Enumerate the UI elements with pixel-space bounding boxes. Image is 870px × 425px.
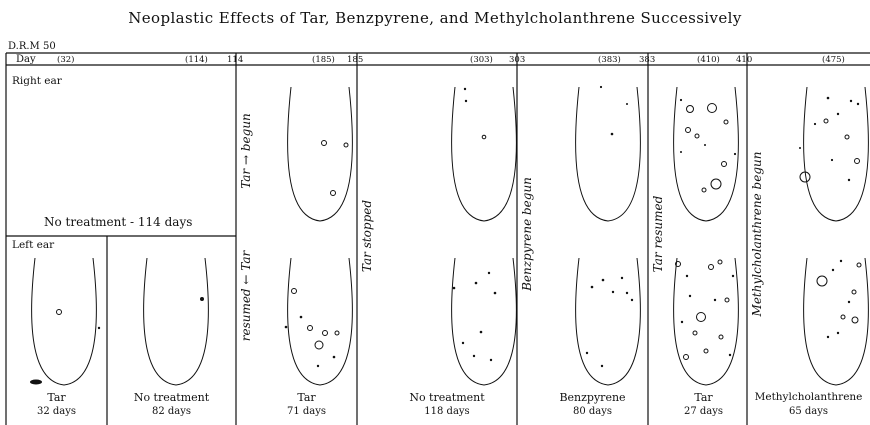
ear-outline [32, 258, 97, 385]
period-duration: 32 days [6, 407, 107, 417]
period-treatment: Tar [6, 392, 107, 403]
period-treatment: No treatment [377, 392, 517, 403]
ear-outline [804, 87, 869, 221]
period-duration: 71 days [256, 407, 357, 417]
period-treatment: Methylcholanthrene [747, 392, 870, 403]
tar-resumed-2-label: Tar resumed [652, 196, 664, 273]
lesion-circles [57, 104, 862, 360]
tar-stopped-label: Tar stopped [361, 200, 373, 272]
day-marker: (303) [470, 56, 493, 65]
day-marker: (114) [185, 56, 208, 65]
period-duration: 118 days [377, 407, 517, 417]
figure-title: Neoplastic Effects of Tar, Benzpyrene, a… [0, 11, 870, 26]
right-ear-label: Right ear [12, 76, 62, 87]
tar-resumed-label: resumed ← Tar [240, 251, 252, 342]
ear-outline [144, 258, 209, 385]
day-marker: (410) [697, 56, 720, 65]
left-ear-label: Left ear [12, 240, 54, 251]
ear-outline [452, 87, 517, 221]
tar-begun-label: Tar → begun [240, 113, 252, 189]
ear-outline [452, 258, 517, 385]
day-marker: (383) [598, 56, 621, 65]
period-duration: 65 days [747, 407, 870, 417]
methylcholanthrene-begun-label: Methylcholanthrene begun [751, 152, 763, 317]
day-marker: (32) [57, 56, 74, 65]
day-marker: (185) [312, 56, 335, 65]
period-duration: 27 days [660, 407, 747, 417]
day-marker: 114 [227, 56, 243, 65]
ear-outline [674, 258, 739, 385]
day-marker: 185 [347, 56, 363, 65]
ear-outline [288, 258, 353, 385]
day-marker: 410 [736, 56, 752, 65]
period-duration: 82 days [107, 407, 236, 417]
ear-outline [674, 87, 739, 221]
ink-blot [30, 380, 42, 385]
ear-outline [576, 87, 641, 221]
ear-outline [576, 258, 641, 385]
day-marker: (475) [822, 56, 845, 65]
period-treatment: Benzpyrene [537, 392, 648, 403]
day-marker: 383 [639, 56, 655, 65]
period-treatment: Tar [660, 392, 747, 403]
day-label: Day [16, 55, 36, 65]
period-treatment: Tar [256, 392, 357, 403]
ear-outline [804, 258, 869, 385]
day-marker: 303 [509, 56, 525, 65]
period-treatment: No treatment [107, 392, 236, 403]
no-treatment-note: No treatment - 114 days [44, 216, 192, 228]
specimen-id: D.R.M 50 [8, 42, 56, 52]
period-duration: 80 days [537, 407, 648, 417]
benzpyrene-begun-label: Benzpyrene begun [521, 177, 533, 291]
lesion-dots [30, 86, 859, 385]
ear-outline [288, 87, 353, 221]
